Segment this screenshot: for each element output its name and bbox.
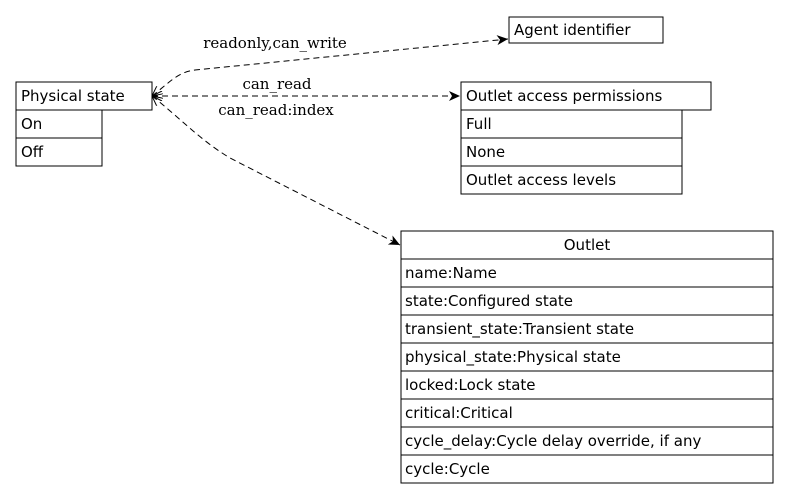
edge-readonly-can-write [152, 39, 509, 96]
node-row-cell [400, 426, 774, 456]
node-row-outlet-access-levels: Outlet access levels [466, 171, 616, 189]
node-row-locked: locked:Lock state [405, 376, 536, 394]
node-title: Physical state [21, 87, 125, 105]
node-title: Outlet access permissions [466, 87, 662, 105]
node-row-on: On [21, 115, 42, 133]
edge-label-can-read: can_read [242, 75, 311, 93]
node-row-cycle-delay: cycle_delay:Cycle delay override, if any [405, 432, 701, 451]
node-title-cell [460, 81, 712, 111]
node-row-cell [400, 342, 774, 372]
node-agent-identifier: Agent identifier [508, 16, 664, 44]
node-row-transient-state: transient_state:Transient state [405, 320, 634, 339]
edges-group: readonly,can_write can_read can_read:ind… [152, 34, 509, 246]
node-row-state: state:Configured state [405, 292, 573, 310]
node-row-critical: critical:Critical [405, 404, 513, 422]
node-row-cell [15, 137, 103, 167]
node-row-cell [400, 398, 774, 428]
node-row-name: name:Name [405, 264, 497, 282]
edge-label-readonly-can-write: readonly,can_write [203, 34, 347, 52]
node-row-cell [460, 137, 683, 167]
node-physical-state: Physical state On Off [15, 81, 153, 167]
node-row-physical-state: physical_state:Physical state [405, 348, 621, 367]
node-title: Outlet [564, 236, 611, 254]
node-row-cell [15, 109, 103, 139]
edge-can-read-index [152, 96, 401, 246]
node-row-off: Off [21, 143, 44, 161]
node-row-none: None [466, 143, 505, 161]
node-row-cell [400, 454, 774, 484]
node-row-cycle: cycle:Cycle [405, 460, 490, 478]
node-title: Agent identifier [514, 21, 631, 39]
node-row-cell [460, 109, 683, 139]
node-title-cell [15, 81, 153, 111]
node-title-cell [508, 16, 664, 44]
node-row-full: Full [466, 115, 492, 133]
node-row-cell [460, 165, 683, 195]
node-row-cell [400, 314, 774, 344]
edge-label-can-read-index: can_read:index [218, 101, 334, 119]
node-outlet-access-permissions: Outlet access permissions Full None Outl… [460, 81, 712, 195]
node-row-cell [400, 370, 774, 400]
node-outlet: Outlet name:Name state:Configured state … [400, 230, 774, 484]
